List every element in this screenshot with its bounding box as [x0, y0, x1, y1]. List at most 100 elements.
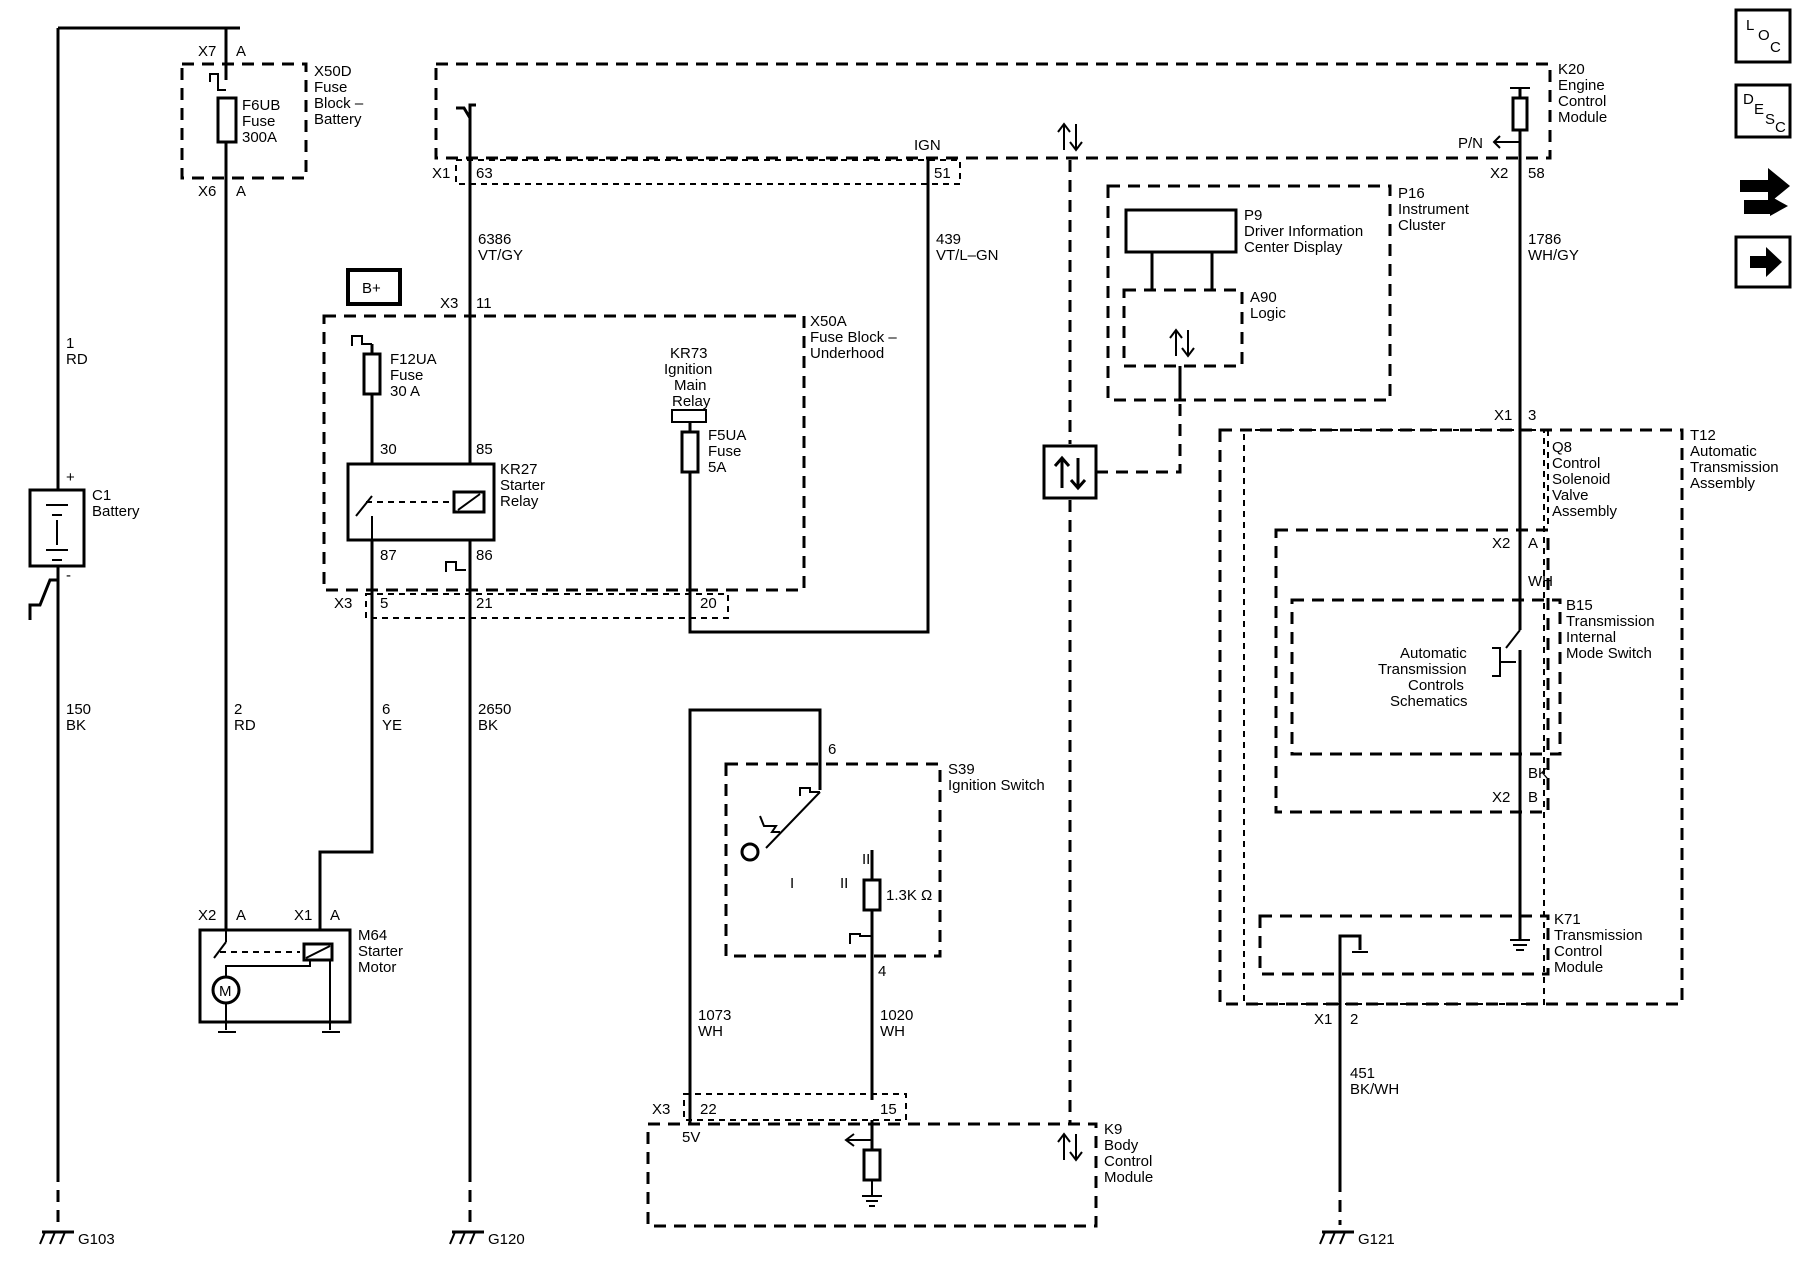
battery-c1: + - C1 Battery — [28, 26, 240, 1170]
k71-line2: Control — [1554, 943, 1602, 960]
wire-6-number: 6 — [382, 701, 390, 718]
k9-pin-22: 22 — [700, 1101, 717, 1118]
wire-439-number: 439 — [936, 231, 961, 248]
k9-name: K9 — [1104, 1121, 1122, 1138]
loc-letter-c: C — [1770, 39, 1781, 56]
x50a-pin-5: 5 — [380, 595, 388, 612]
m64-line2: Motor — [358, 959, 396, 976]
ground-g121: G121 — [1319, 1180, 1395, 1248]
m64-pin-x2: A — [236, 907, 246, 924]
q8-conn-x2b: X2 — [1492, 789, 1510, 806]
a90-line1: Logic — [1250, 305, 1286, 322]
ground-g120: G120 — [449, 1170, 525, 1248]
atc-line4: Schematics — [1390, 693, 1468, 710]
atc-line1: Automatic — [1400, 645, 1467, 662]
wire-1073-number: 1073 — [698, 1007, 731, 1024]
p16-line1: Instrument — [1398, 201, 1470, 218]
k20-conn-x1: X1 — [432, 165, 450, 182]
k71-pin-2: 2 — [1350, 1011, 1358, 1028]
wire-2-color: RD — [234, 717, 256, 734]
s39-line1: Ignition Switch — [948, 777, 1045, 794]
k9-line1: Body — [1104, 1137, 1139, 1154]
kr27-pin-86: 86 — [476, 547, 493, 564]
x50a-pin-top: 11 — [476, 295, 492, 312]
k71-name: K71 — [1554, 911, 1581, 928]
ground-g120-label: G120 — [488, 1231, 525, 1248]
k71-conn-x1: X1 — [1314, 1011, 1332, 1028]
atc-line3: Controls — [1408, 677, 1464, 694]
q8-line4: Assembly — [1552, 503, 1618, 520]
f5ua-line2: 5A — [708, 459, 726, 476]
k20-pin-63: 63 — [476, 165, 493, 182]
k20-pin-51: 51 — [934, 165, 951, 182]
f12ua-line1: Fuse — [390, 367, 423, 384]
wire-6386-number: 6386 — [478, 231, 511, 248]
battery-minus-label: - — [66, 567, 71, 584]
f6ub-name: F6UB — [242, 97, 280, 114]
starter-motor-m64: X2 A X1 A M64 Starter Motor M — [198, 907, 403, 1033]
loc-letter-o: O — [1758, 27, 1770, 44]
kr27-pin-87: 87 — [380, 547, 397, 564]
b15-name: B15 — [1566, 597, 1593, 614]
wire-451-number: 451 — [1350, 1065, 1375, 1082]
k20-pin-58: 58 — [1528, 165, 1545, 182]
ground-g103-label: G103 — [78, 1231, 115, 1248]
s39-resistor-value: 1.3K Ω — [886, 887, 932, 904]
x50d-line3: Battery — [314, 111, 362, 128]
wire-1786-number: 1786 — [1528, 231, 1561, 248]
p16-line2: Cluster — [1398, 217, 1446, 234]
wire-1020-number: 1020 — [880, 1007, 913, 1024]
k20-name: K20 — [1558, 61, 1585, 78]
p9-line1: Driver Information — [1244, 223, 1363, 240]
wire-1020-color: WH — [880, 1023, 905, 1040]
desc-letter-c: C — [1775, 119, 1786, 136]
instrument-cluster-p16: P16 Instrument Cluster P9 Driver Informa… — [1106, 184, 1470, 402]
wire-1-number: 1 — [66, 335, 74, 352]
kr27-line1: Starter — [500, 477, 545, 494]
x50a-conn-bot: X3 — [334, 595, 352, 612]
x50d-line1: Fuse — [314, 79, 347, 96]
q8-line2: Solenoid — [1552, 471, 1610, 488]
kr27-pin-30: 30 — [380, 441, 397, 458]
m64-conn-x1: X1 — [294, 907, 312, 924]
body-control-module-k9: X3 22 15 5V K9 Body Control Module — [646, 1093, 1153, 1228]
ignition-switch-s39: 6 S39 Ignition Switch III II I 1.3K Ω 4 — [688, 708, 1045, 1100]
k9-line3: Module — [1104, 1169, 1153, 1186]
desc-letter-s: S — [1765, 111, 1775, 128]
t12-line3: Assembly — [1690, 475, 1756, 492]
k20-line2: Control — [1558, 93, 1606, 110]
t12-pin-3: 3 — [1528, 407, 1536, 424]
loc-letter-l: L — [1746, 17, 1754, 34]
x50d-conn-top: X7 — [198, 43, 216, 60]
k9-line2: Control — [1104, 1153, 1152, 1170]
s39-name: S39 — [948, 761, 975, 778]
wire-451-color: BK/WH — [1350, 1081, 1399, 1098]
battery-plus-label: + — [66, 469, 75, 486]
desc-button[interactable]: D E S C — [1734, 83, 1792, 139]
b-plus-indicator: B+ — [346, 268, 402, 306]
m64-conn-x2: X2 — [198, 907, 216, 924]
battery-name: C1 — [92, 487, 111, 504]
serial-data-bus-icon — [1042, 444, 1098, 500]
f6ub-line1: Fuse — [242, 113, 275, 130]
x50d-conn-bot: X6 — [198, 183, 216, 200]
f12ua-line2: 30 A — [390, 383, 420, 400]
x50d-pin-bot: A — [236, 183, 246, 200]
connector-icon[interactable] — [1740, 168, 1790, 216]
q8-pin-a: A — [1528, 535, 1538, 552]
k20-pn-label: P/N — [1458, 135, 1483, 152]
b15-line3: Mode Switch — [1566, 645, 1652, 662]
k9-conn-x3: X3 — [652, 1101, 670, 1118]
x50a-line2: Underhood — [810, 345, 884, 362]
loc-button[interactable]: L O C — [1734, 8, 1792, 64]
q8-conn-x2a: X2 — [1492, 535, 1510, 552]
s39-pin-4: 4 — [878, 963, 886, 980]
kr73-line2: Main — [674, 377, 707, 394]
kr27-name: KR27 — [500, 461, 538, 478]
next-arrow-icon — [1750, 247, 1782, 277]
wire-6386-color: VT/GY — [478, 247, 523, 264]
next-arrow-button[interactable] — [1734, 235, 1792, 289]
f12ua-name: F12UA — [390, 351, 437, 368]
k20-line1: Engine — [1558, 77, 1605, 94]
x50d-pin-top: A — [236, 43, 246, 60]
